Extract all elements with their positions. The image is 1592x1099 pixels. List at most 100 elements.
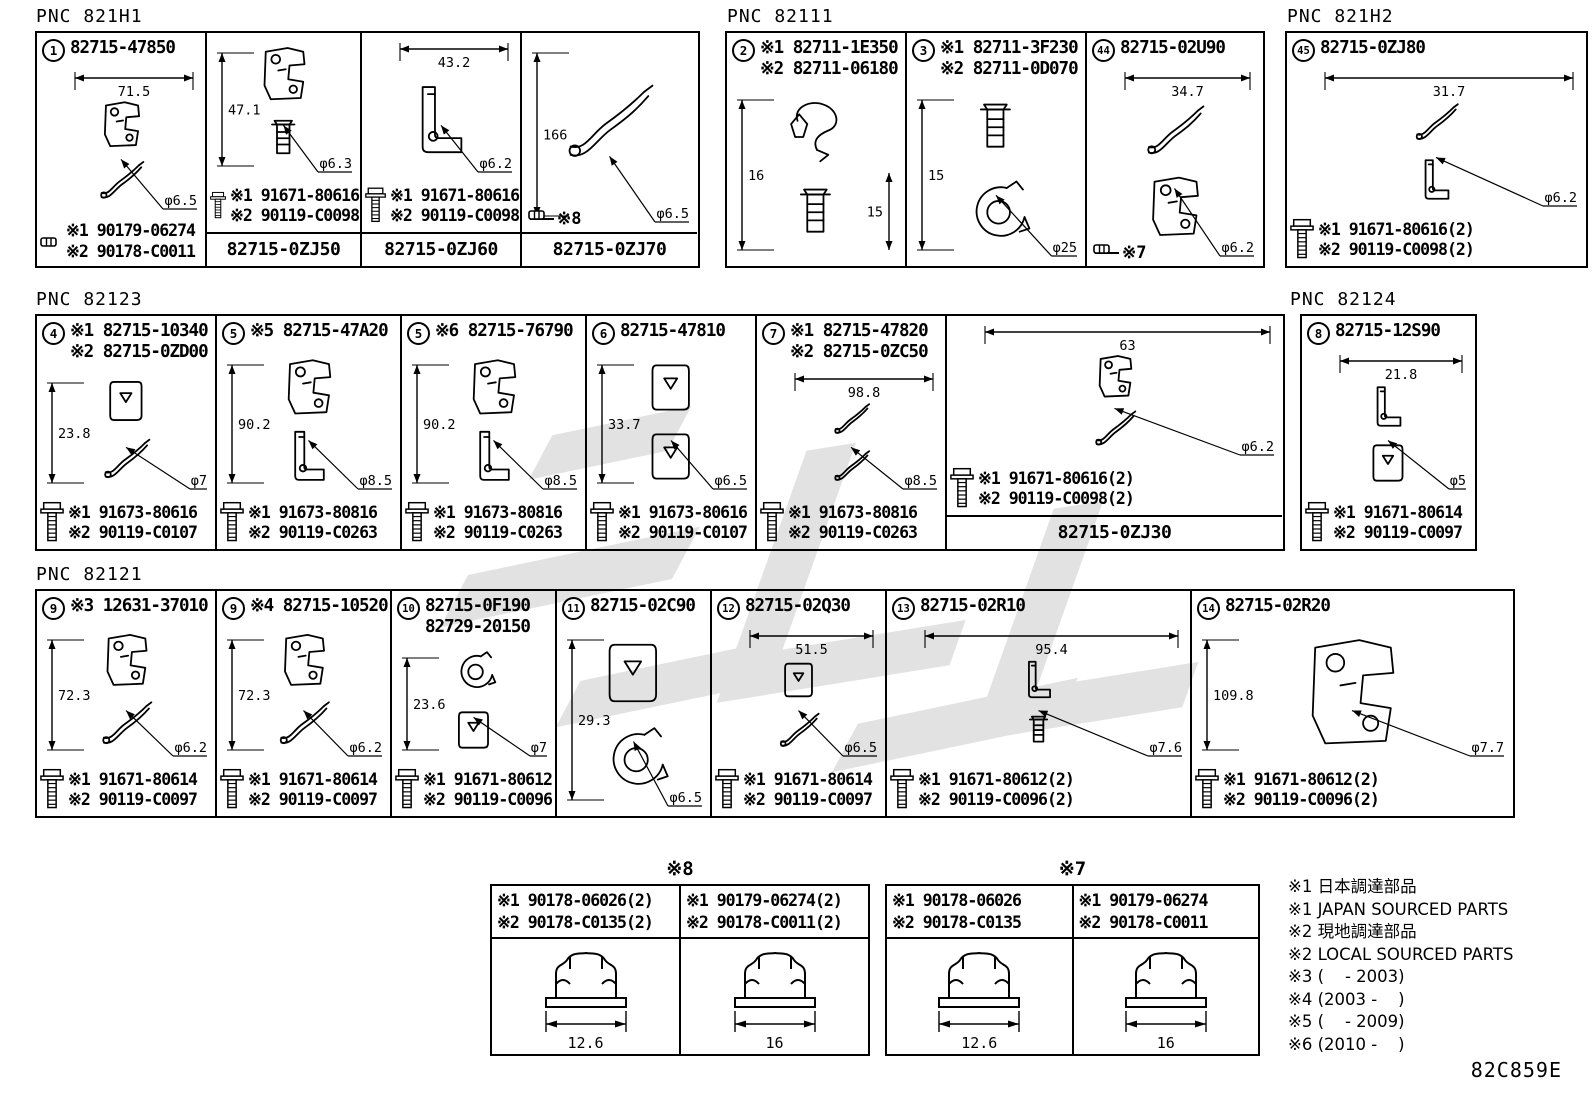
fastener-part-number: ※2 90178-C0011 <box>1078 912 1209 932</box>
fastener-part-number: ※2 90119-C0096(2) <box>918 790 1075 809</box>
part-sketch: 51.5φ6.5 <box>749 630 877 757</box>
fastener-row: ※1 91671-80614※2 90119-C0097 <box>712 766 885 816</box>
bolt-icon <box>760 501 784 542</box>
fastener-part-number: ※1 91671-80614 <box>68 769 198 789</box>
part-number: 82715-47850 <box>70 38 176 58</box>
dimension-label: 31.7 <box>1433 84 1466 100</box>
fastener-row: ※1 91673-80816※2 90119-C0263 <box>217 499 400 549</box>
dimension-label: 23.8 <box>58 426 91 442</box>
part-drawing: 21.8 φ5 <box>1302 345 1474 499</box>
part-index-badge: 14 <box>1197 597 1220 620</box>
fastener-note: ※7 <box>1093 243 1146 263</box>
part-number: ※2 82715-0ZD00 <box>70 342 209 362</box>
part-number: 82715-12S90 <box>1335 321 1441 341</box>
part-header: 5※6 82715-76790 <box>402 316 585 345</box>
fastener-part-number: ※1 91671-80614 <box>1333 502 1463 522</box>
note-line: ※4 (2003 - ) <box>1288 989 1405 1009</box>
pnc-section-label: PNC 82123 <box>36 289 143 310</box>
part-number: 82715-02R20 <box>1225 596 1331 616</box>
dimension-label: 15 <box>867 205 883 221</box>
note-line: ※2 LOCAL SOURCED PARTS <box>1288 944 1514 964</box>
part-index-badge: 3 <box>912 39 935 62</box>
dimension-label: φ5 <box>1450 473 1466 489</box>
pnc-section-label: PNC 821H2 <box>1287 6 1394 27</box>
dimension-label: 21.8 <box>1385 367 1418 383</box>
fastener-part-number: ※2 90119-C0098(2) <box>978 489 1135 508</box>
part-sketch: 98.8φ8.5 <box>794 373 937 490</box>
part-number: 82715-47810 <box>620 321 726 341</box>
part-header: 3※1 82711-3F230※2 82711-0D070 <box>907 33 1085 80</box>
note-ref: ※7 <box>1122 243 1147 263</box>
fastener-part-number: ※1 90179-06274(2) <box>686 891 843 910</box>
part-header: 7※1 82715-47820※2 82715-0ZC50 <box>757 316 945 363</box>
bolt-icon <box>40 501 64 542</box>
fastener-row: ※1 91673-80816※2 90119-C0263 <box>402 499 585 549</box>
fastener-part-number: ※1 91671-80616 <box>230 185 360 205</box>
part-number: ※1 82711-3F230 <box>940 38 1079 58</box>
dimension-label: φ6.5 <box>844 740 877 756</box>
part-sketch: φ6.243.2 <box>399 43 512 173</box>
dimension-label: 43.2 <box>438 55 471 71</box>
bolt-icon <box>220 501 244 542</box>
part-header: 2※1 82711-1E350※2 82711-06180 <box>727 33 905 80</box>
fastener-part-number: ※2 90119-C0097 <box>1333 523 1463 542</box>
fastener-part-number: ※2 90119-C0096(2) <box>1223 790 1380 809</box>
part-index-badge: 45 <box>1292 39 1315 62</box>
dimension-label: φ6.5 <box>714 473 747 489</box>
fastener-part-number: ※2 90178-C0135 <box>892 912 1022 932</box>
nut-icon <box>528 210 545 220</box>
fastener-part-number: ※2 90119-C0263 <box>248 523 378 542</box>
fastener-row: ※1 91671-80614※2 90119-C0097 <box>1302 499 1474 549</box>
part-number-footer: 82715-0ZJ30 <box>947 515 1282 549</box>
dimension-label: 29.3 <box>578 713 611 729</box>
part-sketch: φ7.695.4 <box>924 630 1182 757</box>
dimension-label: φ6.2 <box>174 740 207 756</box>
part-number: 82715-0ZJ80 <box>1320 38 1426 58</box>
bolt-icon <box>1305 501 1329 542</box>
dimension-label: φ6.2 <box>349 740 382 756</box>
part-number: 82715-02U90 <box>1120 38 1226 58</box>
fastener-part-number: ※1 91673-80816 <box>788 502 918 522</box>
fastener-row: ※1 91671-80616※2 90119-C0098 <box>207 182 360 232</box>
part-sketch: 72.3φ6.2 <box>227 620 382 757</box>
part-index-badge: 5 <box>407 322 430 345</box>
note-line: ※2 現地調達部品 <box>1288 922 1417 941</box>
note-line: ※6 (2010 - ) <box>1288 1034 1405 1054</box>
pnc-section-label: PNC 82124 <box>1290 289 1397 310</box>
fastener-part-number: ※1 91673-80816 <box>433 502 563 522</box>
fastener-part-number: ※2 90119-C0263 <box>788 523 918 542</box>
nut-icon <box>1093 244 1110 254</box>
part-number: ※5 82715-47A20 <box>250 321 389 341</box>
part-sketch: φ6.533.7 <box>597 364 747 490</box>
part-number: ※2 82715-0ZC50 <box>790 342 929 362</box>
dimension-label: 34.7 <box>1171 84 1204 100</box>
fastener-part-number: ※1 91673-80616 <box>618 502 748 522</box>
fastener-row: ※1 91671-80612※2 90119-C0096 <box>392 766 555 816</box>
flange-nut-drawing <box>1124 951 1207 1032</box>
fastener-row: ※1 91673-80816※2 90119-C0263 <box>757 499 945 549</box>
fastener-part-number: ※1 91671-80616(2) <box>978 468 1135 488</box>
part-number: ※2 82711-06180 <box>760 59 899 79</box>
fastener-row: ※1 91671-80616(2)※2 90119-C0098(2) <box>947 465 1282 515</box>
dimension-label: 15 <box>928 168 944 184</box>
dimension-label: φ8.5 <box>904 473 937 489</box>
dimension-label: 47.1 <box>228 103 261 119</box>
